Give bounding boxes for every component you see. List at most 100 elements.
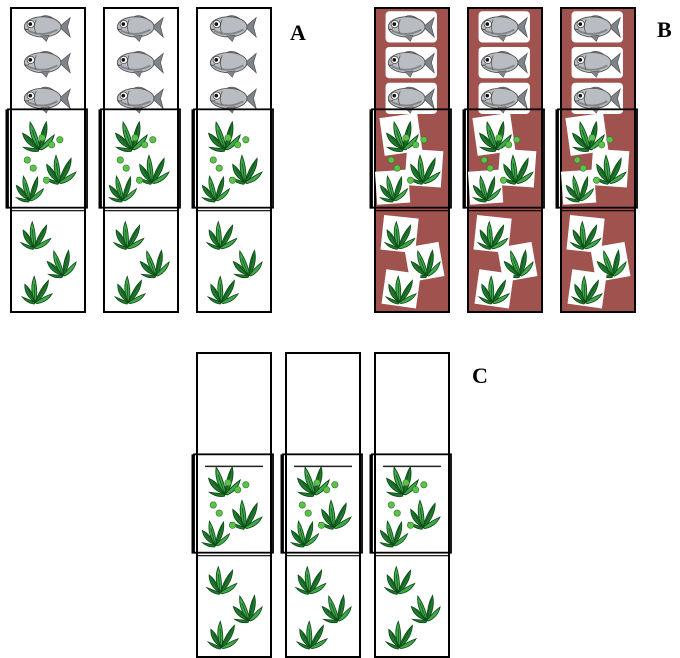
aquatic-plant-icon (107, 175, 138, 203)
duckweed-icon (234, 486, 242, 494)
duckweed-icon (215, 509, 223, 517)
fish-icon (209, 15, 257, 43)
aquatic-plant-icon (497, 241, 538, 283)
duckweed-icon (513, 136, 521, 144)
aquatic-plant-icon (473, 214, 512, 254)
tank (462, 7, 545, 313)
aquatic-plant-icon (467, 169, 504, 205)
duckweed-icon (313, 479, 321, 487)
tank-outline (374, 352, 450, 658)
duckweed-icon (412, 486, 420, 494)
panel-label-b: B (657, 17, 672, 42)
aquatic-plant-icon (321, 594, 352, 624)
aquatic-plant-icon (289, 520, 320, 548)
duckweed-icon (149, 136, 157, 144)
duckweed-icon (402, 479, 410, 487)
aquatic-plant-icon (379, 112, 423, 156)
tank (191, 352, 274, 658)
aquatic-plant-icon (410, 594, 441, 624)
aquatic-plant-icon (474, 269, 514, 309)
duckweed-icon (486, 164, 494, 172)
aquatic-plant-icon (566, 214, 605, 254)
duckweed-icon (234, 141, 242, 149)
duckweed-icon (393, 164, 401, 172)
duckweed-icon (480, 156, 488, 164)
aquatic-plant-icon (229, 154, 263, 185)
aquatic-plant-icon (206, 275, 240, 305)
aquatic-plant-icon (139, 249, 170, 279)
duckweed-icon (579, 164, 587, 172)
aquatic-plant-icon (472, 112, 516, 156)
duckweed-icon (420, 136, 428, 144)
duckweed-icon (116, 156, 124, 164)
aquatic-plant-icon (200, 175, 231, 203)
fish-icon (571, 82, 623, 115)
duckweed-icon (598, 141, 606, 149)
tank (369, 352, 452, 658)
duckweed-icon (387, 501, 395, 509)
duckweed-icon (48, 141, 56, 149)
aquatic-plant-icon (113, 275, 147, 305)
tank (555, 7, 638, 313)
duckweed-icon (588, 134, 596, 142)
duckweed-icon (387, 156, 395, 164)
aquatic-plant-icon (380, 214, 419, 254)
aquatic-plant-icon (407, 499, 441, 530)
duckweed-icon (420, 481, 428, 489)
aquatic-plant-icon (20, 275, 54, 305)
duckweed-icon (393, 509, 401, 517)
duckweed-icon (215, 164, 223, 172)
duckweed-icon (38, 134, 46, 142)
duckweed-icon (573, 156, 581, 164)
tank (98, 7, 181, 313)
tank (280, 352, 363, 658)
duckweed-icon (131, 134, 139, 142)
aquatic-plant-icon (560, 169, 597, 205)
aquatic-plant-icon (200, 520, 231, 548)
fish-icon (385, 82, 437, 115)
fish-icon (209, 51, 257, 78)
tank (5, 7, 88, 313)
aquatic-plant-icon (385, 465, 419, 497)
tank (369, 7, 452, 313)
duckweed-icon (606, 136, 614, 144)
fish-icon (571, 11, 623, 43)
duckweed-icon (209, 501, 217, 509)
aquatic-plant-icon (205, 565, 238, 595)
aquatic-plant-icon (590, 148, 630, 188)
fish-icon (478, 82, 530, 115)
aquatic-plant-icon (206, 620, 240, 650)
duckweed-icon (402, 134, 410, 142)
fish-icon (23, 51, 71, 78)
duckweed-icon (23, 156, 31, 164)
duckweed-icon (43, 176, 51, 184)
duckweed-icon (407, 176, 415, 184)
duckweed-icon (242, 136, 250, 144)
fish-icon (23, 86, 71, 114)
fish-icon (478, 11, 530, 43)
fish-icon (116, 15, 164, 43)
aquatic-plant-icon (294, 565, 327, 595)
duckweed-icon (500, 176, 508, 184)
aquatic-plant-icon (404, 148, 444, 188)
fish-icon (209, 86, 257, 114)
aquatic-plant-icon (232, 594, 263, 624)
fish-icon (116, 51, 164, 78)
duckweed-icon (407, 521, 415, 529)
duckweed-icon (242, 481, 250, 489)
duckweed-icon (318, 521, 326, 529)
aquatic-plant-icon (565, 112, 609, 156)
aquatic-plant-icon (295, 620, 329, 650)
duckweed-icon (229, 176, 237, 184)
fish-icon (116, 86, 164, 114)
duckweed-icon (323, 486, 331, 494)
panel-label-a: A (290, 20, 306, 45)
duckweed-icon (224, 134, 232, 142)
aquatic-plant-icon (374, 169, 411, 205)
duckweed-icon (505, 141, 513, 149)
aquatic-plant-icon (590, 241, 631, 283)
duckweed-icon (412, 141, 420, 149)
aquatic-plant-icon (19, 220, 52, 250)
aquatic-plant-icon (14, 175, 45, 203)
